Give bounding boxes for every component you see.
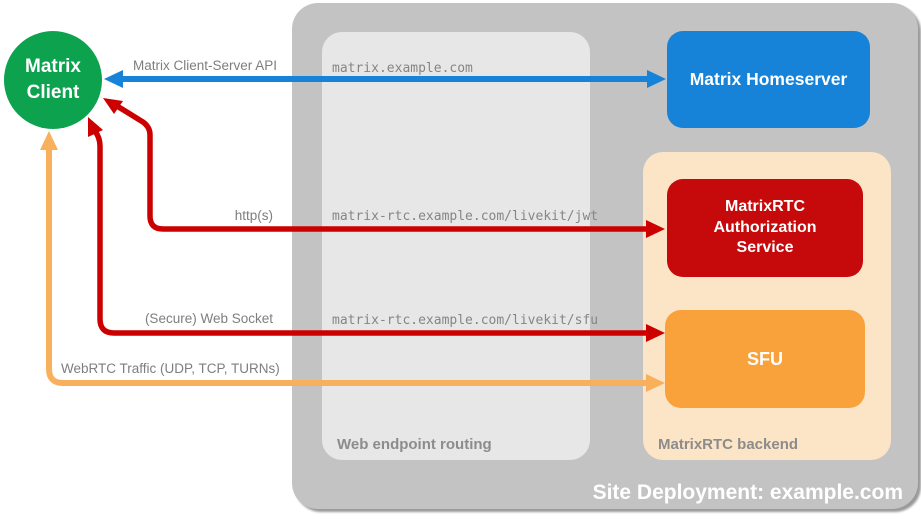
matrix-client-node: Matrix Client <box>4 31 102 129</box>
route-matrix-domain: matrix.example.com <box>332 61 473 76</box>
web-endpoint-routing-container <box>322 32 590 460</box>
arrowhead-client <box>40 131 58 150</box>
matrixrtc-backend-label: MatrixRTC backend <box>658 436 799 453</box>
route-livekit-sfu: matrix-rtc.example.com/livekit/sfu <box>332 313 599 328</box>
sfu-label: SFU <box>747 348 783 369</box>
sfu-node: SFU <box>665 310 865 408</box>
route-livekit-jwt: matrix-rtc.example.com/livekit/jwt <box>332 209 599 224</box>
auth-service-label: MatrixRTC Authorization Service <box>713 197 817 257</box>
site-deployment-label: Site Deployment: example.com <box>592 481 903 504</box>
matrix-homeserver-label: Matrix Homeserver <box>689 69 848 89</box>
matrix-client-label: Matrix Client <box>25 56 81 103</box>
https-label: http(s) <box>234 208 273 223</box>
web-endpoint-routing-label: Web endpoint routing <box>337 436 492 453</box>
arrowhead-client <box>103 98 123 114</box>
matrix-homeserver-node: Matrix Homeserver <box>667 31 870 128</box>
webrtc-label: WebRTC Traffic (UDP, TCP, TURNs) <box>61 361 280 376</box>
client-server-api-label: Matrix Client-Server API <box>132 58 278 73</box>
auth-service-node: MatrixRTC Authorization Service <box>667 179 863 277</box>
arrowhead-client <box>88 117 103 137</box>
websocket-label: (Secure) Web Socket <box>144 311 273 326</box>
